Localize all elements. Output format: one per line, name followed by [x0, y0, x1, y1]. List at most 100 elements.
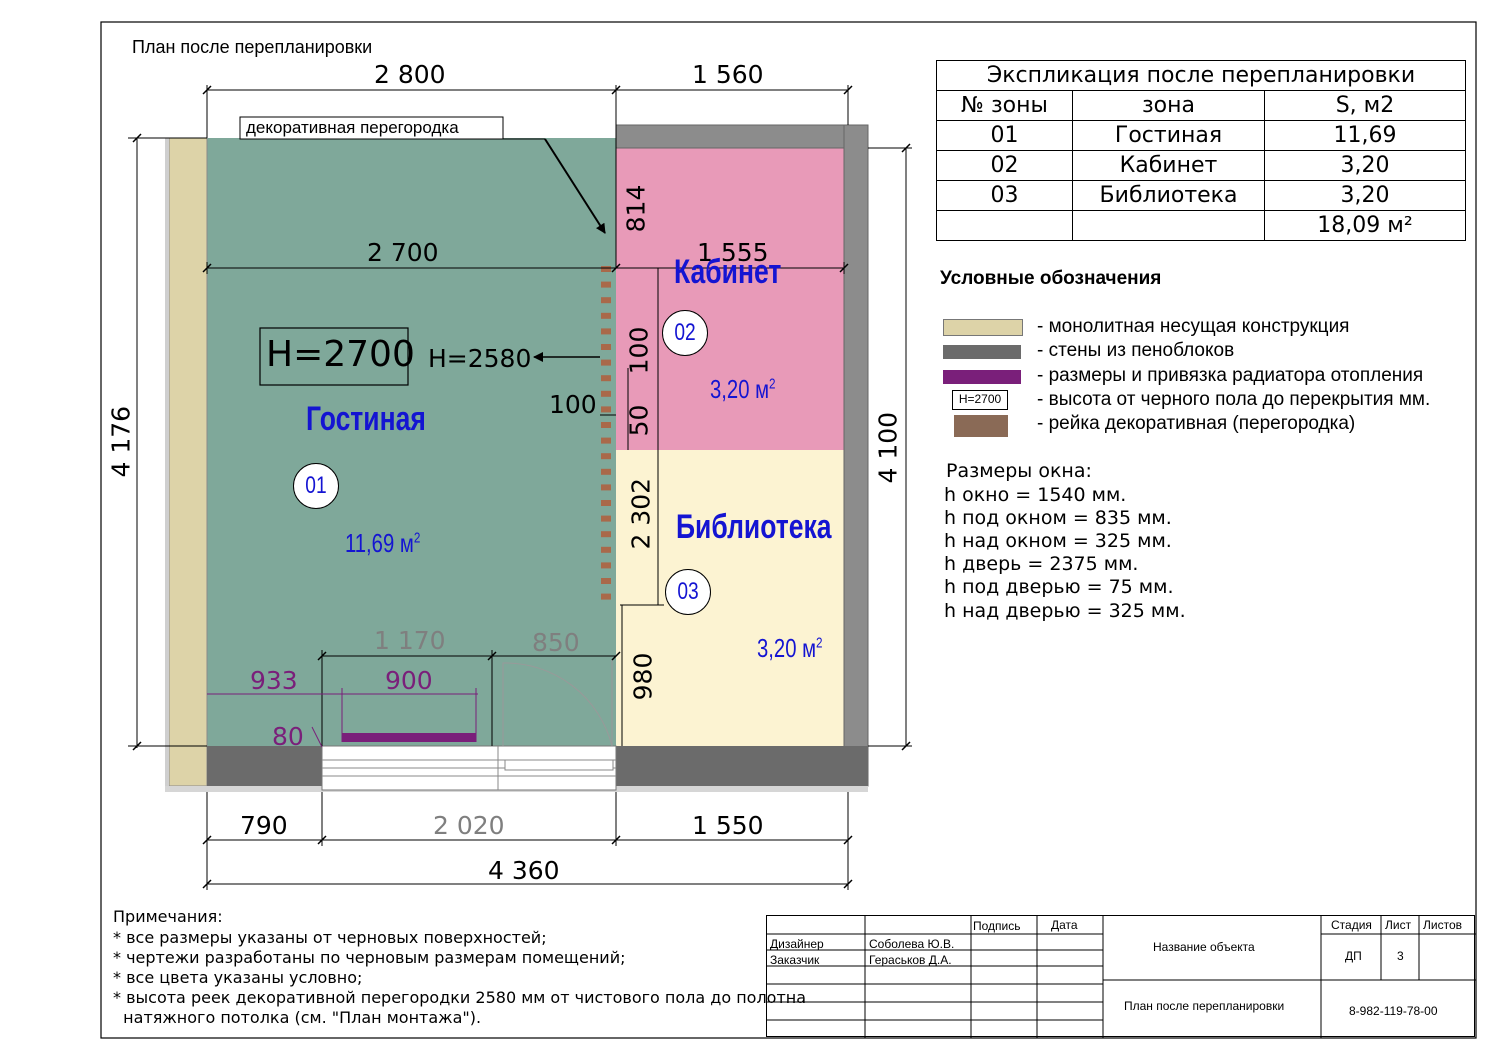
- partition-slat: [601, 531, 611, 538]
- cabinet-fill: [616, 148, 844, 450]
- window-size-line: h под дверью = 75 мм.: [944, 576, 1174, 598]
- partition-slat: [601, 546, 611, 553]
- partition-slat: [601, 562, 611, 569]
- partition-slat: [601, 344, 611, 350]
- dim-cabinet-width: 1 555: [697, 238, 769, 267]
- partition-slat: [601, 515, 611, 522]
- dim-bottom-790: 790: [240, 811, 288, 840]
- library-fill: [616, 450, 844, 746]
- partition-slat: [601, 328, 611, 335]
- partition-slat: [601, 484, 611, 491]
- stamp-object-name: Название объекта: [1153, 940, 1255, 954]
- room-area-living: 11,69 м2: [345, 528, 421, 558]
- room-name-cabinet: Кабинет: [674, 253, 782, 291]
- room-name-library: Библиотека: [676, 508, 832, 546]
- dim-814: 814: [621, 184, 651, 233]
- dim-top-right: 1 560: [692, 60, 764, 89]
- dim-right-height: 4 100: [873, 411, 903, 484]
- foam-wall-right: [843, 124, 869, 787]
- explication-title: Экспликация после перепланировки: [936, 60, 1466, 91]
- dim-933: 933: [250, 666, 298, 695]
- partition-slat: [601, 437, 611, 444]
- dim-100-horizontal: 100: [549, 390, 597, 419]
- legend-label-monolith: - монолитная несущая конструкция: [1037, 316, 1350, 337]
- explication-header-area: S, м2: [1264, 90, 1466, 121]
- partition-slat: [601, 390, 611, 397]
- dim-top-left: 2 800: [374, 60, 446, 89]
- table-row: 03 Библиотека 3,20: [936, 180, 1466, 211]
- partition-label-frame: [239, 116, 504, 140]
- dim-bottom-1550: 1 550: [692, 811, 764, 840]
- dim-980: 980: [628, 652, 658, 701]
- note-line: натяжного потолка (см. "План монтажа").: [113, 1008, 482, 1027]
- stamp-customer: Гераськов Д.А.: [869, 953, 952, 967]
- foam-wall-bottom-right: [616, 746, 868, 786]
- stamp-sheets-label: Листов: [1423, 918, 1462, 932]
- window-size-line: h над окном = 325 мм.: [944, 530, 1172, 552]
- legend-title: Условные обозначения: [940, 268, 1162, 289]
- window-sizes-title: Размеры окна:: [946, 460, 1092, 482]
- legend-label-height: - высота от черного пола до перекрытия м…: [1037, 389, 1431, 410]
- window-size-line: h дверь = 2375 мм.: [944, 553, 1139, 575]
- dimension-lines: [128, 85, 912, 890]
- partition-slat: [601, 359, 611, 366]
- decorative-partition: [601, 266, 611, 600]
- partition-slat: [601, 266, 611, 272]
- stamp-date-label: Дата: [1051, 918, 1078, 932]
- dimension-ticks: [132, 85, 911, 889]
- stamp-sheet-title: План после перепланировки: [1124, 999, 1285, 1013]
- dim-bottom-2020: 2 020: [433, 811, 505, 840]
- dim-80: 80: [272, 722, 304, 751]
- partition-slat: [601, 297, 611, 304]
- height-box: [259, 327, 409, 386]
- room-area-cabinet: 3,20 м2: [710, 374, 776, 404]
- door-swing: [502, 662, 613, 747]
- note-line: * чертежи разработаны по черновым размер…: [113, 948, 626, 967]
- window-size-line: h под окном = 835 мм.: [944, 507, 1172, 529]
- legend-height-sample: H=2700: [952, 390, 1008, 410]
- partition-slat: [601, 453, 611, 460]
- room-area-library: 3,20 м2: [757, 633, 823, 663]
- note-line: * все размеры указаны от черновых поверх…: [113, 928, 547, 947]
- stamp-designer: Соболева Ю.В.: [869, 937, 955, 951]
- radiator: [342, 733, 476, 742]
- notes-title: Примечания:: [113, 907, 223, 926]
- legend-swatch-slat: [954, 415, 1008, 437]
- sheet-frame: [100, 21, 1477, 1039]
- partition-slat: [601, 468, 611, 475]
- partition-slat: [601, 422, 611, 428]
- window-size-line: h над дверью = 325 мм.: [944, 600, 1186, 622]
- stamp-sheet-label: Лист: [1385, 918, 1412, 932]
- dim-900: 900: [385, 666, 433, 695]
- table-row: 02 Кабинет 3,20: [936, 150, 1466, 181]
- height-partition-label: H=2580: [428, 344, 532, 373]
- partition-arrow: [544, 138, 606, 234]
- stamp-designer-label: Дизайнер: [770, 937, 824, 951]
- stamp-stage: ДП: [1345, 949, 1362, 963]
- page-title: План после перепланировки: [132, 37, 373, 57]
- stamp-sheet: 3: [1397, 949, 1404, 963]
- legend-swatch-radiator: [943, 370, 1021, 384]
- legend-label-foam: - стены из пеноблоков: [1037, 340, 1235, 361]
- dim-2302: 2 302: [626, 477, 656, 550]
- title-block: Подпись Дата Дизайнер Соболева Ю.В. Зака…: [766, 915, 1476, 1038]
- note-line: * высота реек декоративной перегородки 2…: [113, 988, 807, 1007]
- height-main-label: H=2700: [266, 334, 415, 375]
- legend-swatch-foam: [943, 345, 1021, 359]
- dim-left-height: 4 176: [106, 405, 136, 478]
- monolith-wall: [168, 137, 208, 787]
- window-size-line: h окно = 1540 мм.: [944, 484, 1127, 506]
- legend-label-radiator: - размеры и привязка радиатора отопления: [1037, 365, 1424, 386]
- note-line: * все цвета указаны условно;: [113, 968, 363, 987]
- wall-edge: [165, 138, 169, 792]
- room-name-living: Гостиная: [306, 400, 426, 438]
- legend-swatch-monolith: [943, 319, 1023, 336]
- partition-slat: [601, 500, 611, 506]
- foam-wall-top: [615, 124, 869, 149]
- partition-slat: [601, 593, 611, 600]
- dim-850: 850: [532, 628, 580, 657]
- dim-bottom-total: 4 360: [488, 856, 560, 885]
- dim-50: 50: [624, 404, 654, 437]
- partition-slat: [601, 406, 611, 413]
